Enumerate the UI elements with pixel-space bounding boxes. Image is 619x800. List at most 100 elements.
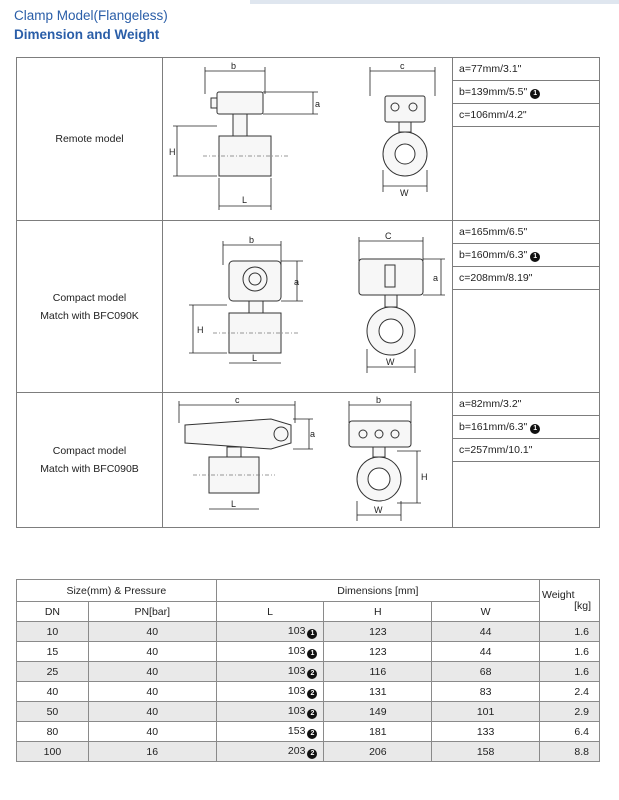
- note-badge: 1: [530, 89, 541, 99]
- cell-weight: 1.6: [539, 621, 600, 642]
- dim-value-b: b=160mm/6.3"1: [453, 244, 599, 267]
- compact-b-drawing: c a L b: [178, 395, 428, 521]
- dim-value-c: c=257mm/10.1": [453, 439, 599, 462]
- note-badge: 2: [307, 688, 318, 699]
- page-subtitle: Dimension and Weight: [14, 27, 160, 42]
- dimension-values-cell: a=82mm/3.2" b=161mm/6.3"1 c=257mm/10.1": [453, 393, 599, 527]
- cell-weight: 8.8: [539, 741, 600, 762]
- note-badge: 1: [307, 628, 318, 639]
- dim-value-a: a=82mm/3.2": [453, 393, 599, 416]
- cell-dn: 50: [16, 701, 89, 722]
- cell-w: 133: [431, 721, 540, 742]
- dim-value-b: b=139mm/5.5"1: [453, 81, 599, 104]
- dim-label-a: a: [294, 277, 299, 287]
- note-badge: 2: [307, 728, 318, 739]
- dim-label-l: L: [252, 353, 257, 363]
- note-badge: 1: [307, 648, 318, 659]
- cell-h: 116: [323, 661, 433, 682]
- note-badge: 1: [530, 252, 541, 262]
- col-w: W: [431, 601, 540, 622]
- cell-weight: 1.6: [539, 641, 600, 662]
- cell-w: 83: [431, 681, 540, 702]
- top-accent-bar: [250, 0, 619, 4]
- dim-label-l: L: [242, 195, 247, 205]
- dim-label-h: H: [197, 325, 204, 335]
- dim-label-h: H: [421, 472, 428, 482]
- dim-label-w: W: [400, 188, 409, 198]
- cell-h: 123: [323, 641, 433, 662]
- dim-label-a: a: [310, 429, 315, 439]
- cell-dn: 25: [16, 661, 89, 682]
- cell-h: 181: [323, 721, 433, 742]
- dim-value-c: c=208mm/8.19": [453, 267, 599, 290]
- remote-model-drawing: b a H L: [169, 61, 436, 210]
- note-badge: 2: [307, 748, 318, 759]
- header-weight: Weight [kg]: [539, 579, 600, 622]
- dim-label-h: H: [169, 147, 176, 157]
- cell-w: 44: [431, 641, 540, 662]
- cell-h: 206: [323, 741, 433, 762]
- model-label-line: Compact model: [52, 291, 127, 304]
- cell-weight: 2.9: [539, 701, 600, 722]
- cell-pn: 40: [87, 641, 217, 662]
- cell-w: 158: [431, 741, 540, 762]
- header-dimensions: Dimensions [mm]: [215, 579, 541, 602]
- model-dimensions-table: Remote model b a H: [16, 57, 600, 528]
- col-l: L: [215, 601, 325, 622]
- cell-h: 123: [323, 621, 433, 642]
- dim-value-a: a=77mm/3.1": [453, 58, 599, 81]
- dimension-values-cell: a=77mm/3.1" b=139mm/5.5"1 c=106mm/4.2": [453, 58, 599, 220]
- model-row-remote: Remote model b a H: [17, 58, 599, 221]
- dim-label-a: a: [315, 99, 320, 109]
- cell-pn: 40: [87, 721, 217, 742]
- model-label-line: Match with BFC090K: [40, 309, 139, 322]
- cell-dn: 80: [16, 721, 89, 742]
- cell-dn: 10: [16, 621, 89, 642]
- col-dn: DN: [16, 601, 89, 622]
- dim-label-b: b: [376, 395, 381, 405]
- dim-label-l: L: [231, 499, 236, 509]
- drawing-cell: b a H L C: [163, 221, 453, 392]
- cell-pn: 40: [87, 621, 217, 642]
- dimension-values-cell: a=165mm/6.5" b=160mm/6.3"1 c=208mm/8.19": [453, 221, 599, 392]
- cell-weight: 1.6: [539, 661, 600, 682]
- cell-pn: 40: [87, 661, 217, 682]
- model-label-cell: Remote model: [17, 58, 163, 220]
- drawing-cell: c a L b: [163, 393, 453, 527]
- dim-label-w: W: [374, 505, 383, 515]
- model-label-line: Match with BFC090B: [40, 463, 139, 475]
- note-badge: 2: [307, 668, 318, 679]
- cell-weight: 2.4: [539, 681, 600, 702]
- cell-w: 68: [431, 661, 540, 682]
- cell-dn: 15: [16, 641, 89, 662]
- cell-w: 101: [431, 701, 540, 722]
- dim-label-c: c: [235, 395, 240, 405]
- page-title: Clamp Model(Flangeless): [14, 8, 168, 23]
- dim-value-c: c=106mm/4.2": [453, 104, 599, 127]
- dim-label-w: W: [386, 357, 395, 367]
- dim-label-c: c: [400, 61, 405, 71]
- col-h: H: [323, 601, 433, 622]
- model-row-compact-bfc090b: Compact model Match with BFC090B c a L: [17, 393, 599, 527]
- note-badge: 2: [307, 708, 318, 719]
- cell-pn: 16: [87, 741, 217, 762]
- model-label-cell: Compact model Match with BFC090B: [17, 393, 163, 527]
- cell-pn: 40: [87, 681, 217, 702]
- model-label-line: Compact model: [52, 445, 127, 457]
- model-row-compact-bfc090k: Compact model Match with BFC090K b a: [17, 221, 599, 393]
- note-badge: 1: [530, 424, 541, 434]
- size-weight-table: Size(mm) & Pressure Dimensions [mm] Weig…: [16, 579, 600, 762]
- header-size-pressure: Size(mm) & Pressure: [16, 579, 217, 602]
- cell-h: 149: [323, 701, 433, 722]
